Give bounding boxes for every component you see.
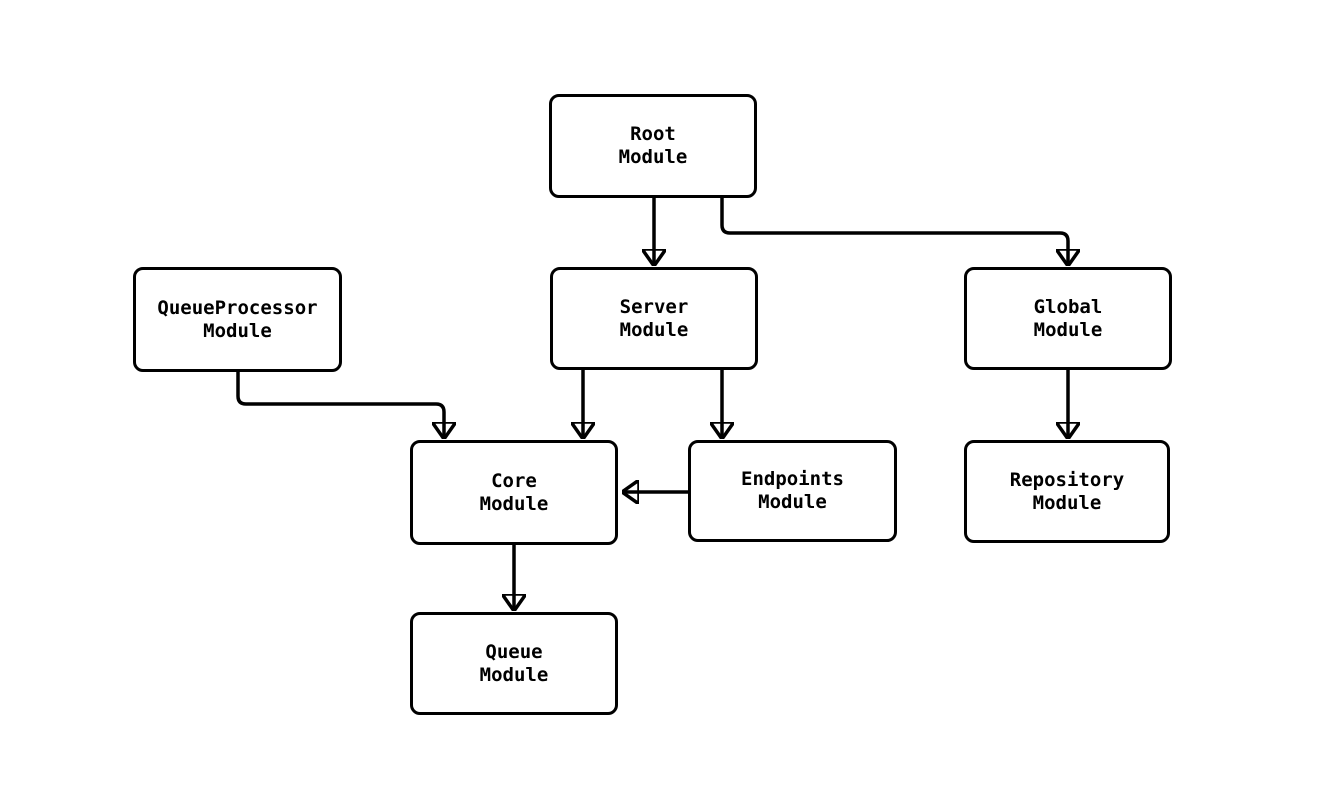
node-queue-module: Queue Module xyxy=(410,612,618,715)
node-root-module: Root Module xyxy=(549,94,757,198)
node-endpoints-module: Endpoints Module xyxy=(688,440,897,542)
node-global-module: Global Module xyxy=(964,267,1172,370)
node-queue-module-label: Queue Module xyxy=(479,640,549,686)
node-repository-module: Repository Module xyxy=(964,440,1170,543)
node-core-module-label: Core Module xyxy=(479,469,549,515)
node-server-module: Server Module xyxy=(550,267,758,370)
edge-queueprocessor-to-core xyxy=(236,371,444,437)
node-server-module-label: Server Module xyxy=(619,295,689,341)
node-queueprocessor-module: QueueProcessor Module xyxy=(133,267,342,372)
node-queueprocessor-module-label: QueueProcessor Module xyxy=(157,296,318,342)
node-repository-module-label: Repository Module xyxy=(1009,468,1125,514)
node-core-module: Core Module xyxy=(410,440,618,545)
node-endpoints-module-label: Endpoints Module xyxy=(741,468,844,513)
node-global-module-label: Global Module xyxy=(1033,295,1103,341)
node-root-module-label: Root Module xyxy=(618,123,688,168)
edge-root-to-global xyxy=(720,198,1068,264)
